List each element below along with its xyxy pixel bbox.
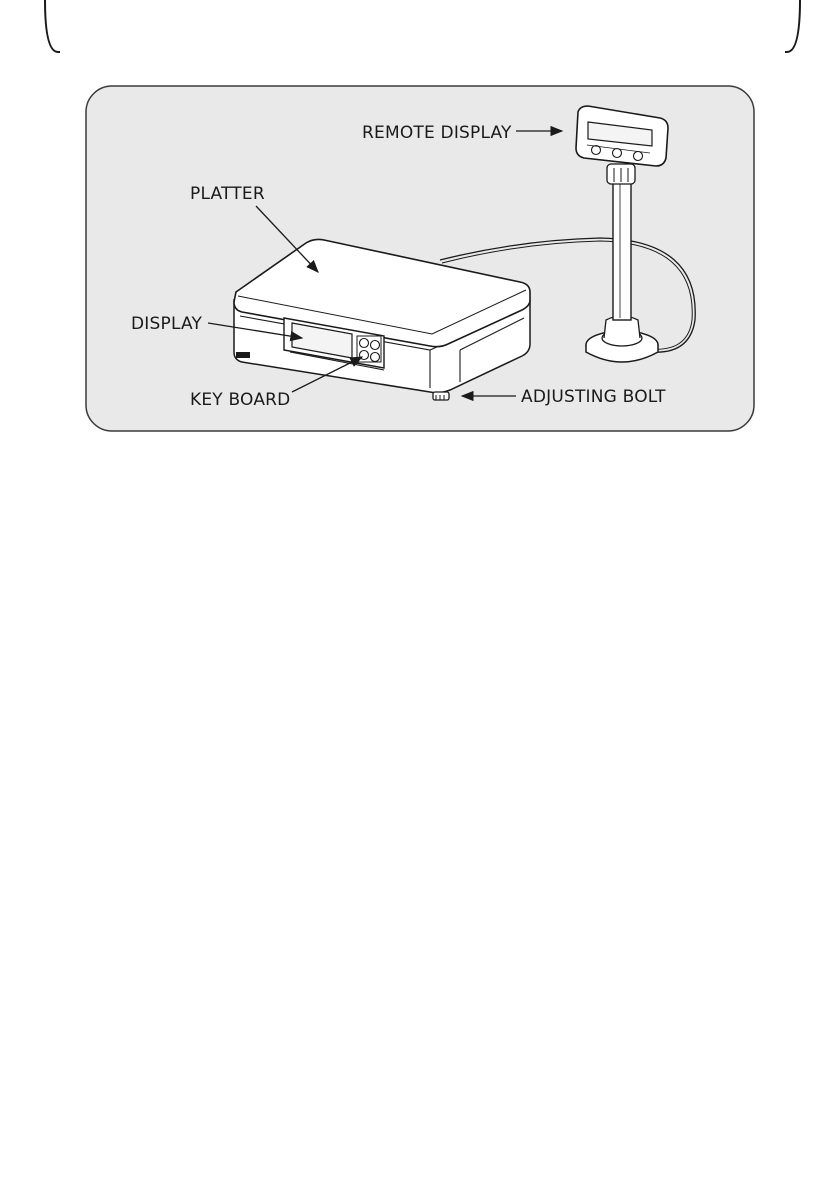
label-remote-display: REMOTE DISPLAY <box>362 123 512 143</box>
label-platter: PLATTER <box>190 184 265 204</box>
label-key-board: KEY BOARD <box>190 390 290 410</box>
scale-diagram: REMOTE DISPLAY PLATTER DISPLAY KEY BOARD… <box>0 0 839 460</box>
page-edge-left <box>45 0 60 52</box>
label-adjusting-bolt: ADJUSTING BOLT <box>521 387 666 407</box>
page-edge-right <box>785 0 800 52</box>
adjusting-bolt <box>433 392 449 400</box>
label-display: DISPLAY <box>131 314 203 334</box>
scale-illustration: REMOTE DISPLAY PLATTER DISPLAY KEY BOARD… <box>0 0 839 460</box>
